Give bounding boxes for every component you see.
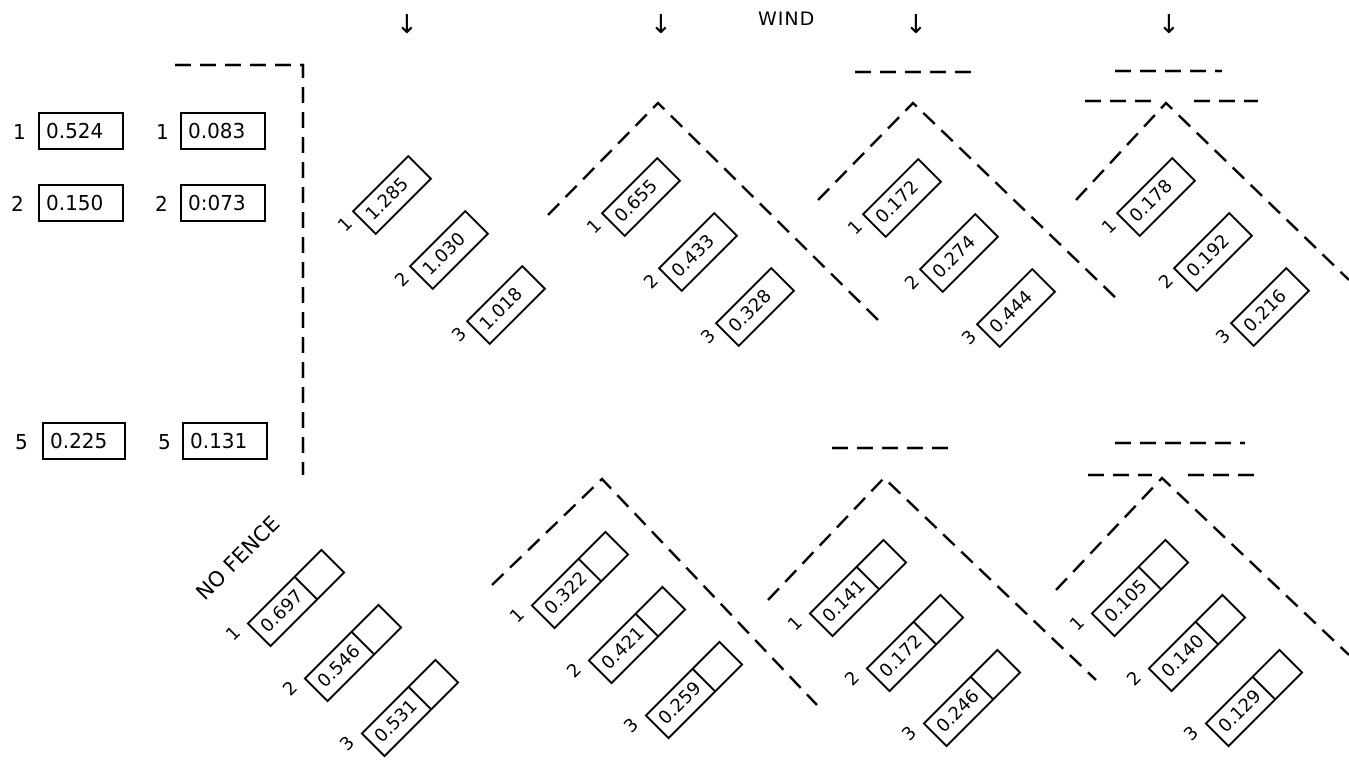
upper-chevron-2 (547, 101, 879, 321)
wind-arrow-icon: ↓ (905, 10, 927, 40)
lower-chevron-2 (491, 477, 818, 706)
ref-value-box: 0.225 (42, 422, 126, 460)
reference-frame-line (175, 63, 305, 475)
ref-pos-label: 1 (156, 120, 169, 144)
lower-chevron-3 (767, 476, 1097, 681)
ref-pos-label: 2 (155, 192, 168, 216)
lower-chevron-4 (1055, 476, 1349, 656)
ref-pos-label: 5 (15, 430, 28, 454)
ref-value-box: 0.083 (180, 112, 266, 150)
ref-value-box: 0:073 (180, 184, 266, 222)
ref-pos-label: 1 (13, 120, 26, 144)
upper-chevron-4 (1075, 101, 1349, 281)
ref-value-box: 0.524 (38, 112, 124, 150)
ref-value-box: 0.131 (182, 422, 268, 460)
ref-pos-label: 2 (11, 192, 24, 216)
wind-arrow-icon: ↓ (1158, 10, 1180, 40)
wind-arrow-icon: ↓ (650, 10, 672, 40)
upper-chevron-3 (817, 101, 1119, 301)
wind-title: WIND (758, 8, 816, 30)
ref-value-box: 0.150 (38, 184, 124, 222)
ref-pos-label: 5 (158, 430, 171, 454)
wind-arrow-icon: ↓ (396, 10, 418, 40)
